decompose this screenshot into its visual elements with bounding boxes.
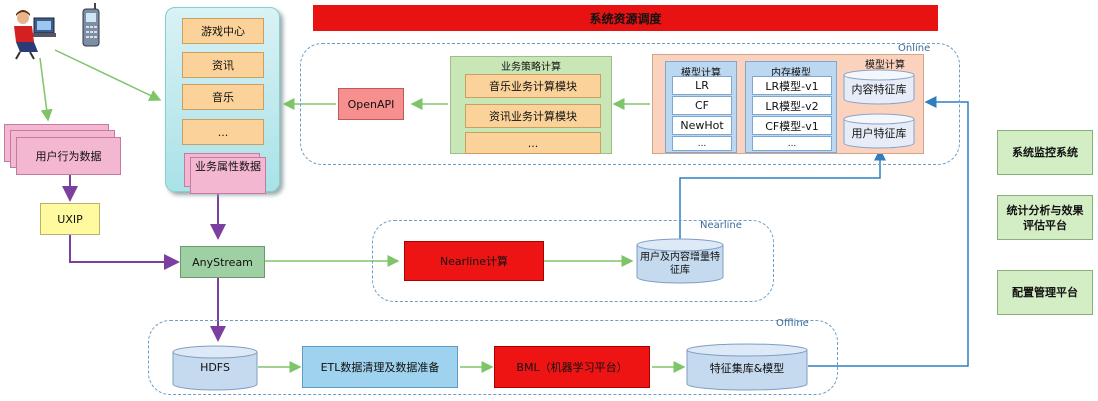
news-calc-module: 资讯业务计算模块	[465, 104, 601, 128]
business-attribute-label: 业务属性数据	[195, 160, 261, 173]
nearline-calc-box: Nearline计算	[404, 241, 544, 281]
feature-set-label: 特征集库&模型	[709, 362, 785, 375]
user-behavior-data: 用户行为数据	[16, 137, 121, 175]
anystream-box: AnyStream	[180, 246, 265, 278]
openapi-box: OpenAPI	[338, 88, 404, 120]
bml-box: BML（机器学习平台）	[494, 346, 650, 388]
memory-model-title: 内存模型	[771, 68, 811, 79]
portal-item-news[interactable]: 资讯	[182, 52, 264, 78]
strategy-calc-title: 业务策略计算	[501, 62, 561, 73]
hdfs-cylinder: HDFS	[172, 345, 258, 391]
user-behavior-label: 用户行为数据	[35, 150, 102, 163]
user-feature-label: 用户特征库	[851, 127, 907, 140]
content-feature-lib: 内容特征库	[843, 69, 915, 105]
model-cf: CF	[672, 96, 732, 115]
feature-set-cylinder: 特征集库&模型	[686, 343, 808, 391]
model-calc2-title: 模型计算	[865, 60, 905, 71]
model-newhot: NewHot	[672, 116, 732, 135]
resource-scheduling-banner: 系统资源调度	[313, 5, 938, 31]
nearline-zone	[372, 220, 774, 302]
online-zone	[300, 43, 960, 165]
memory-model-column: 内存模型 LR模型-v1 LR模型-v2 CF模型-v1 ...	[745, 61, 837, 153]
offline-zone	[148, 320, 838, 395]
offline-zone-label: Offline	[776, 318, 809, 329]
user-feature-lib: 用户特征库	[843, 113, 915, 149]
strategy-calc-panel: 业务策略计算 音乐业务计算模块 资讯业务计算模块 ...	[450, 56, 612, 154]
user-to-behavior-arrow	[39, 57, 53, 122]
model-lr: LR	[672, 76, 732, 95]
user-to-portal-arrow	[54, 49, 162, 101]
online-zone-label: Online	[898, 43, 931, 54]
more-calc-module: ...	[465, 132, 601, 154]
hdfs-label: HDFS	[200, 361, 230, 374]
uxip-box: UXIP	[40, 203, 100, 235]
uxip-to-anystream-arrow	[69, 235, 180, 270]
model-calc-column: 模型计算 LR CF NewHot ...	[665, 61, 737, 153]
memory-lr-v2: LR模型-v2	[752, 96, 832, 115]
memory-cf-v1: CF模型-v1	[752, 116, 832, 135]
nearline-zone-label: Nearline	[700, 220, 742, 231]
incremental-feature-label: 用户及内容增量特征库	[640, 252, 720, 276]
etl-box: ETL数据清理及数据准备	[302, 346, 458, 388]
model-calc-title: 模型计算	[681, 68, 721, 79]
business-attribute-data: 业务属性数据	[190, 157, 266, 194]
model-more: ...	[672, 136, 732, 151]
stats-evaluation-box: 统计分析与效果评估平台	[997, 195, 1093, 240]
mobile-phone-icon	[80, 2, 102, 48]
music-calc-module: 音乐业务计算模块	[465, 74, 601, 98]
memory-more: ...	[752, 136, 832, 151]
incremental-feature-lib: 用户及内容增量特征库	[636, 238, 724, 284]
app-portal-panel: 游戏中心 资讯 音乐 ... 业务属性数据	[165, 7, 280, 194]
system-monitor-box: 系统监控系统	[997, 130, 1093, 175]
memory-lr-v1: LR模型-v1	[752, 76, 832, 95]
model-panel: 模型计算 LR CF NewHot ... 内存模型 LR模型-v1 LR模型-…	[652, 54, 924, 154]
content-feature-label: 内容特征库	[851, 83, 907, 96]
portal-item-more[interactable]: ...	[182, 119, 264, 145]
config-management-box: 配置管理平台	[997, 270, 1093, 315]
portal-item-music[interactable]: 音乐	[182, 84, 264, 110]
portal-item-game-center[interactable]: 游戏中心	[182, 18, 264, 44]
user-at-computer-icon	[8, 8, 58, 60]
